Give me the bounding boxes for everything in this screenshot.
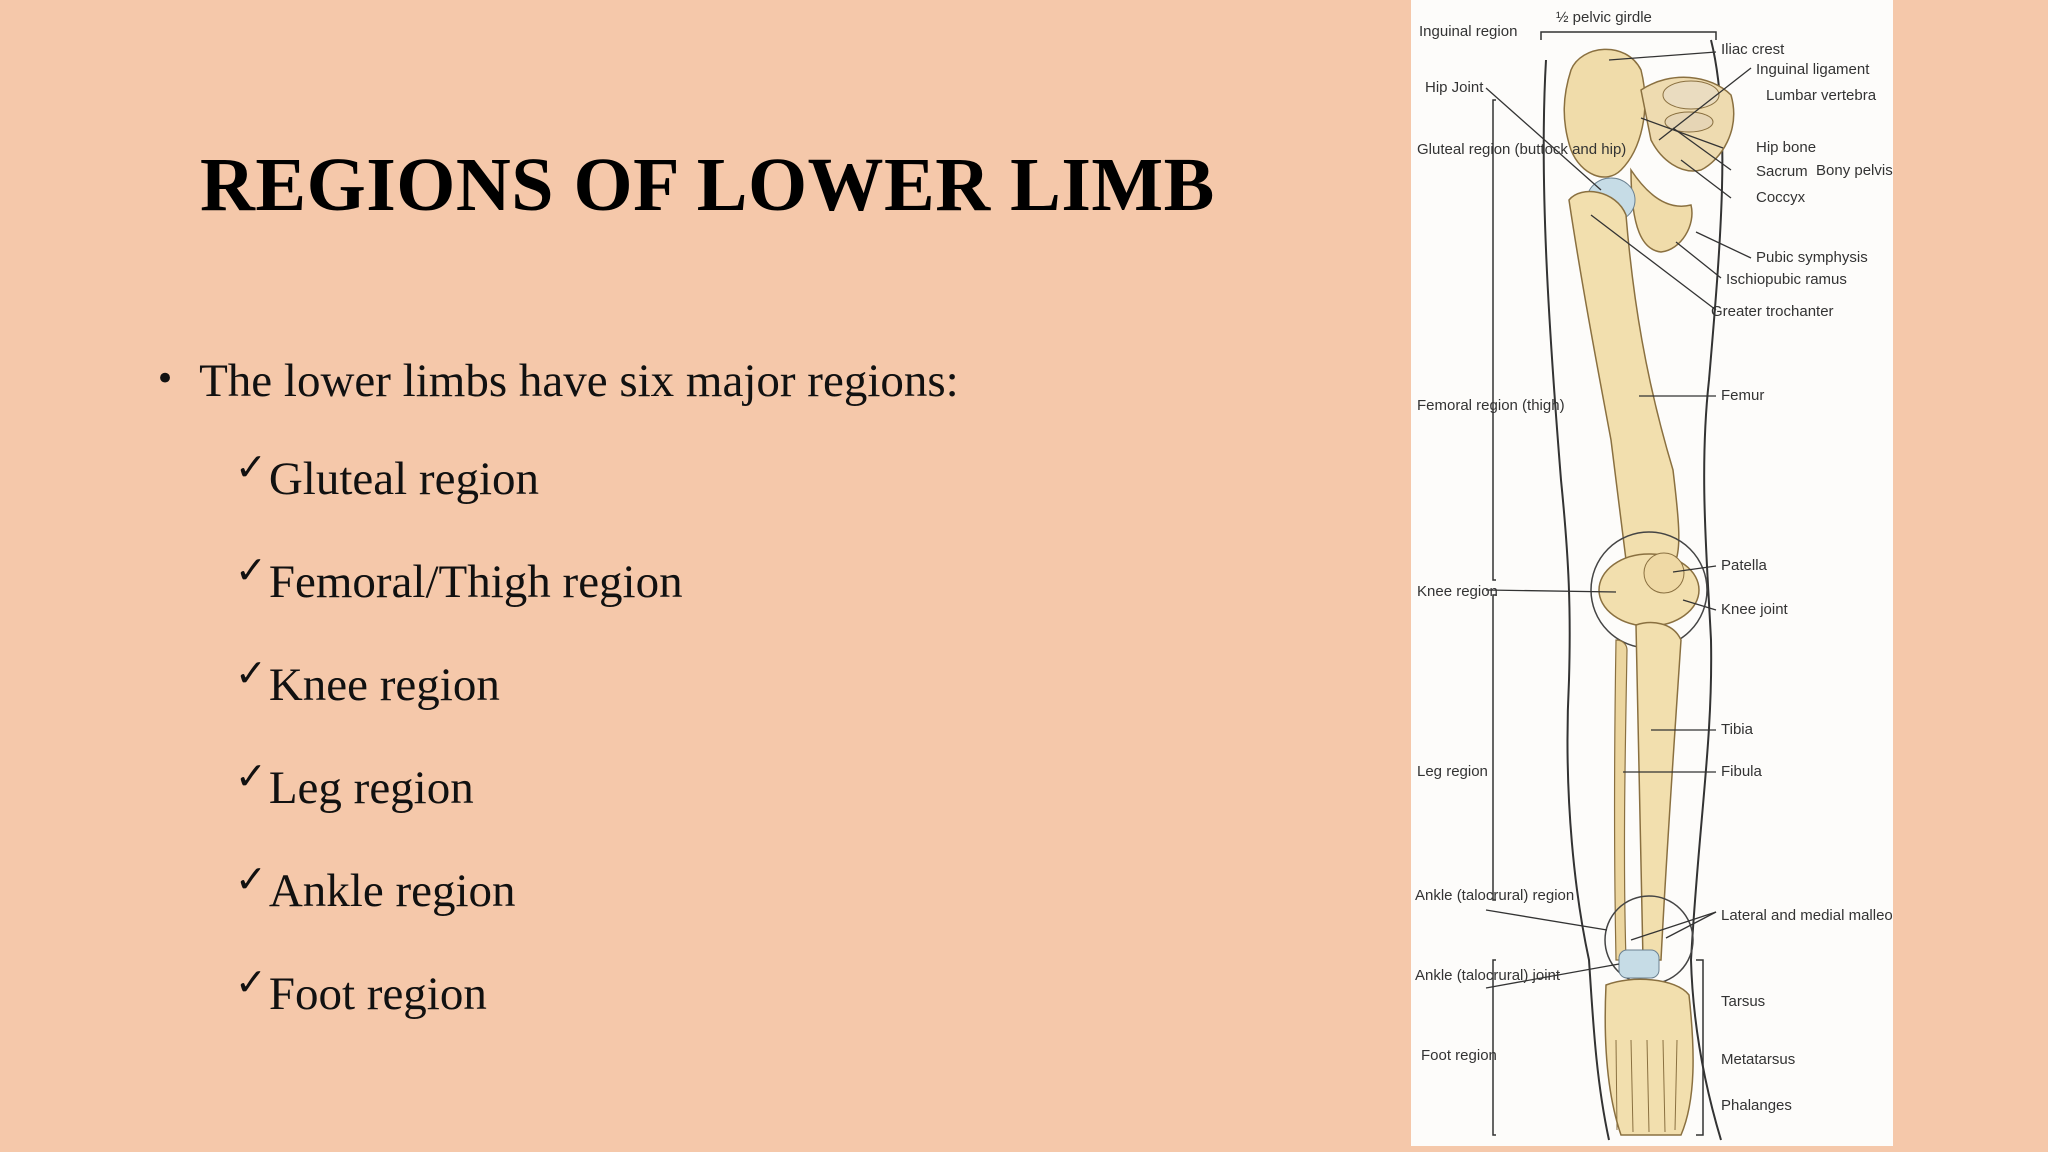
- label-bony-pelvis: Bony pelvis: [1816, 162, 1893, 179]
- label-femoral-region: Femoral region (thigh): [1417, 397, 1565, 414]
- checkmark-icon: ✓: [235, 857, 267, 901]
- list-item: ✓Gluteal region: [235, 445, 683, 555]
- label-knee-region: Knee region: [1417, 583, 1498, 600]
- label-inguinal-region: Inguinal region: [1419, 23, 1517, 40]
- foot-illustration: [1604, 978, 1694, 1136]
- label-malleoli: Lateral and medial malleoli: [1721, 907, 1893, 924]
- intro-text: The lower limbs have six major regions:: [199, 355, 959, 407]
- label-ankle-joint: Ankle (talocrural) joint: [1415, 967, 1561, 984]
- lower-limb-figure: ½ pelvic girdle Inguinal region Hip Join…: [1411, 0, 1893, 1146]
- slide-title: REGIONS OF LOWER LIMB: [200, 143, 1215, 227]
- region-brackets: [1492, 31, 1717, 1136]
- checkmark-icon: ✓: [235, 651, 267, 695]
- label-ischiopubic-ramus: Ischiopubic ramus: [1726, 271, 1847, 288]
- list-item: ✓Foot region: [235, 960, 683, 1070]
- label-phalanges: Phalanges: [1721, 1097, 1792, 1114]
- label-coccyx: Coccyx: [1756, 189, 1806, 206]
- pelvis-illustration: [1563, 48, 1735, 253]
- label-ankle-region: Ankle (talocrural) region: [1415, 887, 1574, 904]
- label-lumbar-vertebra: Lumbar vertebra: [1766, 87, 1877, 104]
- checkmark-icon: ✓: [235, 548, 267, 592]
- region-label: Foot region: [268, 968, 487, 1020]
- intro-bullet: • The lower limbs have six major regions:: [155, 354, 959, 408]
- label-gluteal-region: Gluteal region (buttock and hip): [1417, 141, 1626, 158]
- femur-illustration: [1568, 190, 1708, 649]
- label-tarsus: Tarsus: [1721, 993, 1765, 1010]
- label-iliac-crest: Iliac crest: [1721, 41, 1785, 58]
- label-hip-bone: Hip bone: [1756, 139, 1816, 156]
- leg-bones-illustration: [1604, 621, 1694, 985]
- checkmark-icon: ✓: [235, 960, 267, 1004]
- list-item: ✓Femoral/Thigh region: [235, 548, 683, 658]
- label-knee-joint: Knee joint: [1721, 601, 1789, 618]
- label-leg-region: Leg region: [1417, 763, 1488, 780]
- label-pubic-symphysis: Pubic symphysis: [1756, 249, 1868, 266]
- region-label: Leg region: [268, 762, 474, 814]
- leader-lines: [1485, 51, 1752, 989]
- region-label: Gluteal region: [268, 453, 540, 505]
- region-label: Ankle region: [268, 865, 516, 917]
- label-foot-region: Foot region: [1421, 1047, 1497, 1064]
- list-item: ✓Leg region: [235, 754, 683, 864]
- list-item: ✓Knee region: [235, 651, 683, 761]
- label-sacrum: Sacrum: [1756, 163, 1808, 180]
- label-inguinal-ligament: Inguinal ligament: [1756, 61, 1870, 78]
- label-femur: Femur: [1721, 387, 1764, 404]
- label-fibula: Fibula: [1721, 763, 1763, 780]
- label-pelvic-girdle: ½ pelvic girdle: [1556, 9, 1652, 26]
- region-label: Femoral/Thigh region: [268, 556, 683, 608]
- list-item: ✓Ankle region: [235, 857, 683, 967]
- label-tibia: Tibia: [1721, 721, 1754, 738]
- label-greater-trochanter: Greater trochanter: [1711, 303, 1834, 320]
- label-hip-joint: Hip Joint: [1425, 79, 1484, 96]
- limb-outline: [1542, 39, 1724, 1141]
- figure-labels: ½ pelvic girdle Inguinal region Hip Join…: [1415, 9, 1893, 1114]
- region-label: Knee region: [268, 659, 500, 711]
- checkmark-icon: ✓: [235, 754, 267, 798]
- bullet-icon: •: [155, 359, 176, 399]
- checkmark-icon: ✓: [235, 445, 267, 489]
- label-patella: Patella: [1721, 557, 1768, 574]
- label-metatarsus: Metatarsus: [1721, 1051, 1795, 1068]
- region-list: ✓Gluteal region ✓Femoral/Thigh region ✓K…: [235, 445, 683, 1070]
